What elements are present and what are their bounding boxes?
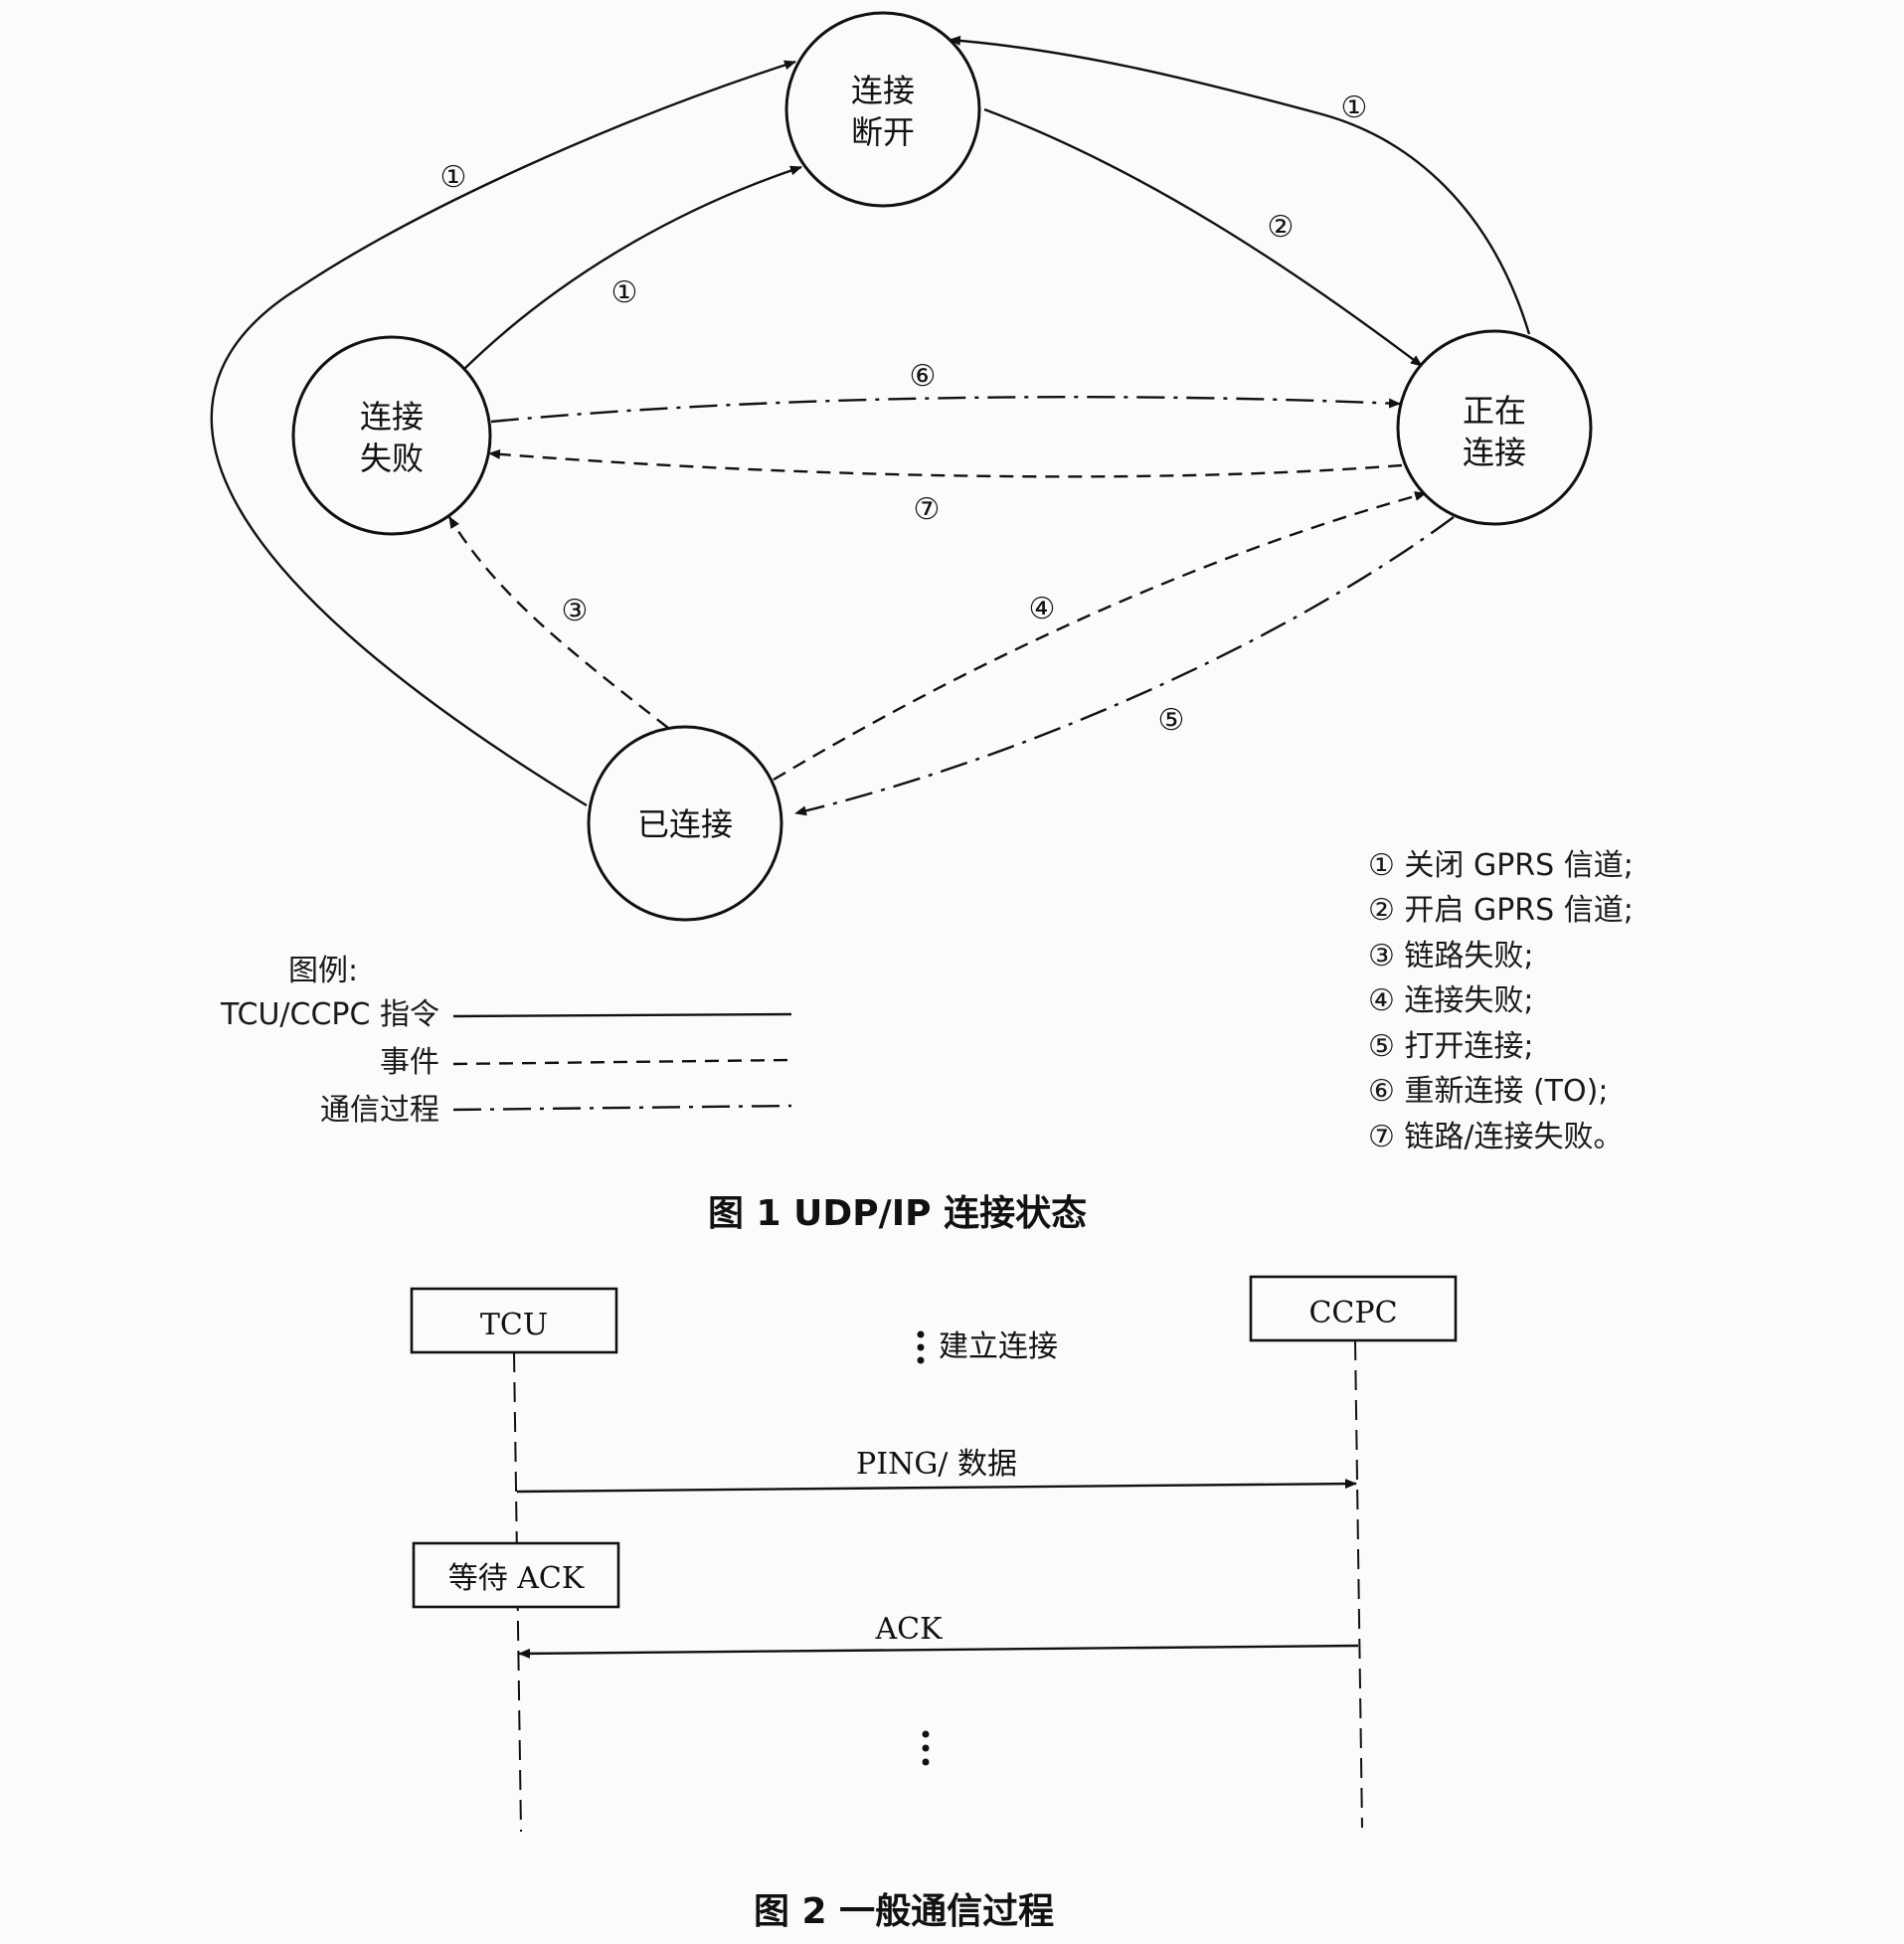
legend-command-label: TCU/CCPC 指令 [220,997,439,1032]
edge-connected-to-disconnected [210,60,796,807]
notes-list: ① 关闭 GPRS 信道; ② 开启 GPRS 信道; ③ 链路失败; ④ 连接… [1368,848,1634,1154]
marker-3: ③ [562,594,589,628]
establish-label: 建立连接 [939,1329,1058,1364]
marker-6: ⑥ [910,359,937,394]
edge-connecting-to-connected [794,516,1455,816]
wait-ack-label: 等待 ACK [448,1561,585,1596]
edge-connected-to-failed [447,516,669,729]
marker-2: ② [1268,210,1295,245]
state-connecting-line2: 连接 [1463,434,1526,471]
wait-ack-box [412,1541,620,1609]
tcu-label: TCU [480,1308,548,1342]
legend: 图例: TCU/CCPC 指令 事件 通信过程 [220,954,792,1128]
edge-disconnected-to-connecting [983,107,1423,367]
note-5: ⑤ 打开连接; [1368,1029,1534,1064]
state-connected-label: 已连接 [637,805,733,843]
legend-command-line [452,1012,792,1018]
edge-markers: ① ① ① ② ⑥ ⑦ ③ ④ ⑤ [440,90,1368,738]
state-failed-line1: 连接 [360,398,424,436]
legend-title: 图例: [288,954,358,988]
edge-failed-to-connecting [490,396,1401,424]
legend-comm-label: 通信过程 [320,1093,439,1128]
marker-7: ⑦ [914,492,941,527]
edge-connected-to-connecting [773,491,1427,782]
state-connecting-line1: 正在 [1463,392,1526,430]
legend-comm-line [452,1104,792,1112]
state-connected [587,725,783,922]
figure2-caption: 图 2 一般通信过程 [754,1891,1054,1932]
ping-arrow [516,1479,1357,1494]
note-3: ③ 链路失败; [1368,939,1534,973]
note-1: ① 关闭 GPRS 信道; [1368,848,1634,883]
note-7: ⑦ 链路/连接失败。 [1368,1120,1624,1154]
state-connecting [1396,329,1593,526]
continuation-dots [922,1730,930,1766]
state-disconnected [784,11,981,208]
marker-1-outer: ① [440,160,467,195]
ping-label: PING/ 数据 [856,1447,1017,1482]
state-disconnected-line2: 断开 [851,113,915,151]
tcu-box [410,1287,618,1354]
figure1-caption: 图 1 UDP/IP 连接状态 [708,1193,1087,1234]
ccpc-box [1249,1275,1458,1342]
note-2: ② 开启 GPRS 信道; [1368,893,1634,928]
edge-failed-to-disconnected [462,165,802,371]
legend-event-line [452,1058,792,1066]
note-4: ④ 连接失败; [1368,983,1534,1018]
state-disconnected-line1: 连接 [851,72,915,109]
state-failed [291,335,492,536]
edge-connecting-to-failed [488,448,1403,478]
ack-label: ACK [874,1612,943,1647]
ccpc-label: CCPC [1308,1296,1397,1330]
figure1-state-diagram [210,11,1593,922]
marker-4: ④ [1029,592,1056,626]
state-labels: 连接 断开 连接 失败 正在 连接 已连接 [360,72,1526,843]
ccpc-lifeline [1354,1339,1363,1829]
state-failed-line2: 失败 [360,440,424,477]
legend-event-label: 事件 [380,1045,439,1080]
marker-1-inner: ① [611,275,638,310]
note-6: ⑥ 重新连接 (TO); [1368,1074,1608,1109]
establish-dots [917,1330,925,1364]
ack-arrow [518,1644,1359,1659]
marker-5: ⑤ [1158,703,1185,738]
marker-1-right: ① [1341,90,1368,125]
figure2-sequence-diagram: TCU CCPC 建立连接 PING/ 数据 等待 ACK ACK [410,1275,1458,1833]
edge-connecting-to-disconnected [949,35,1531,335]
